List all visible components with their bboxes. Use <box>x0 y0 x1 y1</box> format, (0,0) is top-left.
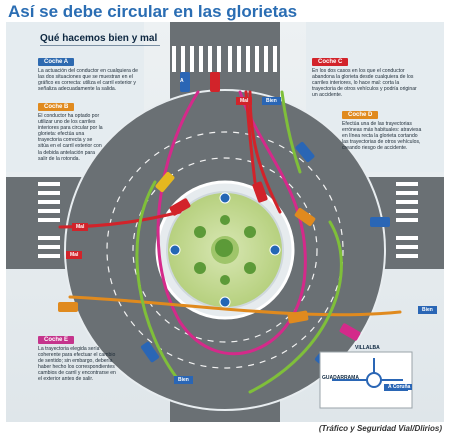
tag-coche-d: Coche D <box>342 111 379 119</box>
trajectory-d <box>68 295 402 317</box>
tag-coche-a: Coche A <box>38 58 75 66</box>
car-d-mid <box>287 310 309 324</box>
label-mal-left-1: Mal <box>72 223 89 231</box>
text-coche-b: El conductor ha optado por utilizar uno … <box>38 113 103 162</box>
credit: (Tráfico y Seguridad Vial/Dlirios) <box>318 424 442 433</box>
text-coche-a: La actuación del conductor en cualquiera… <box>38 68 138 93</box>
sign-text-top: VILLALBA <box>355 345 380 351</box>
direction-sign <box>319 351 413 409</box>
page-title: Así se debe circular en las glorietas <box>8 2 298 21</box>
car-c-mid <box>252 181 268 203</box>
label-bien-right: Bien <box>418 306 437 314</box>
text-coche-d: Efectúa una de las trayectorias erróneas… <box>342 121 422 152</box>
car-a-top <box>180 72 190 92</box>
card-coche-d: Coche D Efectúa una de las trayectorias … <box>342 103 422 151</box>
label-bien-top: Bien <box>262 97 281 105</box>
car-c-left <box>169 198 191 216</box>
tag-coche-e: Coche E <box>38 336 75 344</box>
crosswalk-left <box>38 182 60 258</box>
card-coche-a: Coche A La actuación del conductor en cu… <box>38 50 138 92</box>
card-coche-c: Coche C En los dos casos en los que el c… <box>312 50 422 98</box>
trajectory-b <box>135 180 182 384</box>
trajectory-e <box>156 90 307 356</box>
text-coche-c: En los dos casos en los que el conductor… <box>312 68 417 99</box>
car-a-east <box>370 217 390 227</box>
car-b-right <box>294 207 316 227</box>
label-mal-top: Mal <box>236 97 253 105</box>
car-a-south <box>140 341 160 363</box>
car-e-right <box>339 323 361 341</box>
car-a-right <box>295 141 315 163</box>
tag-coche-c: Coche C <box>312 58 349 66</box>
tag-coche-b: Coche B <box>38 103 75 111</box>
trajectories <box>58 90 402 394</box>
crosswalk-right <box>396 182 418 258</box>
sign-text-left: GUADARRAMA <box>322 375 359 381</box>
cars <box>58 72 390 372</box>
car-letter-a: A <box>180 78 184 84</box>
label-bien-bottom: Bien <box>174 376 193 384</box>
car-c-top <box>210 72 220 92</box>
crosswalk-top <box>172 46 277 72</box>
card-coche-b: Coche B El conductor ha optado por utili… <box>38 95 104 162</box>
car-b-left <box>155 171 175 193</box>
text-coche-e: La trayectoria elegida sería coherente p… <box>38 346 116 383</box>
label-mal-left-2: Mal <box>66 251 83 259</box>
car-d-west <box>58 302 78 312</box>
section-title: Qué hacemos bien y mal <box>40 33 160 46</box>
sign-text-right: A Coruña <box>386 384 413 390</box>
card-coche-e: Coche E La trayectoria elegida sería coh… <box>38 328 118 383</box>
